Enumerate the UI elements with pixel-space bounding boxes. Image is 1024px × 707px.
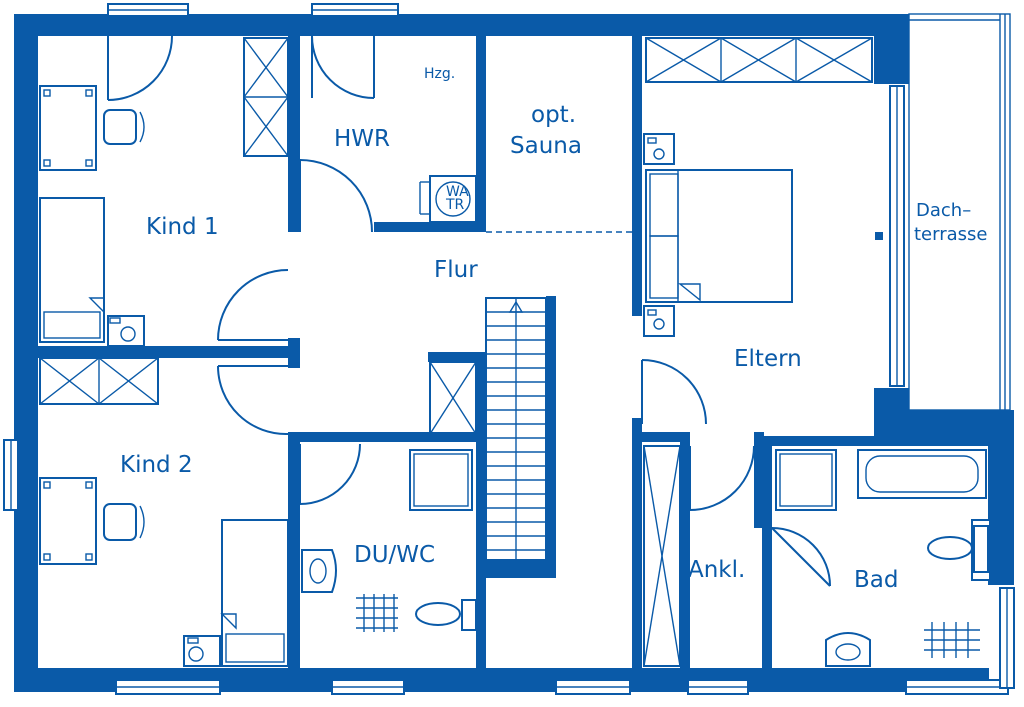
room-label-eltern: Eltern [734,346,802,372]
eltern-bed [643,133,883,337]
side-windows [3,85,1015,689]
room-label-duwc: DU/WC [354,542,435,568]
doors [107,35,831,587]
room-label-sauna: Sauna [510,133,582,159]
kind2-furniture [39,477,289,667]
room-label-hzg: Hzg. [424,66,455,82]
room-label-flur: Flur [434,257,478,283]
washer-label-tr: TR [445,197,465,213]
duwc-fixtures [301,449,477,632]
hwr-appliances: WA TR [419,175,477,223]
wardrobes [39,37,873,667]
duwc-floor-grate [356,594,398,632]
staircase [485,297,547,561]
bottom-windows [115,679,1009,695]
room-label-bad: Bad [854,567,898,593]
dachterrasse-area [908,13,1011,411]
room-label-kind2: Kind 2 [120,452,193,478]
bad-floor-grate [924,622,980,658]
room-labels: Kind 1 Kind 2 HWR Hzg. opt. Sauna Flur E… [120,66,987,593]
bad-fixtures [775,449,989,667]
kind1-furniture [39,85,145,347]
room-label-ankl: Ankl. [688,557,745,583]
top-windows [107,3,399,17]
interior-walls [38,14,876,668]
washer-label-wa: WA [446,184,469,200]
room-label-hwr: HWR [334,126,390,152]
room-label-dachterrasse-2: terrasse [914,224,987,245]
room-label-sauna-opt: opt. [531,102,576,128]
room-label-kind1: Kind 1 [146,214,219,240]
room-label-dachterrasse-1: Dach– [916,200,971,221]
